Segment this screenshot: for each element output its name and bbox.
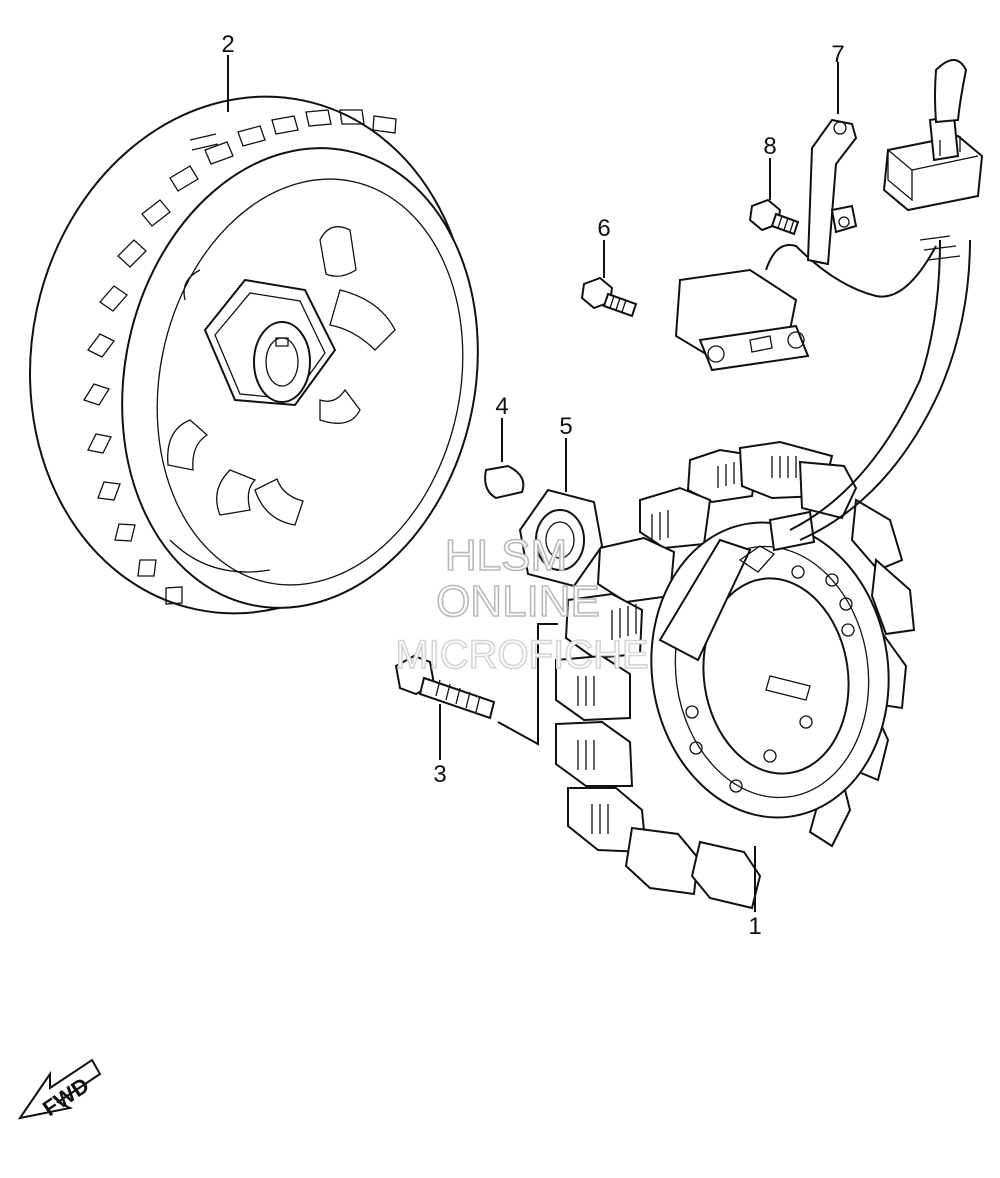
stator-bolt	[394, 654, 496, 720]
stator-harness	[789, 235, 971, 541]
pickup-coil	[674, 244, 937, 372]
stator	[555, 440, 916, 910]
flywheel-rotor	[29, 95, 479, 615]
screw-8	[748, 198, 800, 236]
watermark-line-1: HLSM	[445, 531, 567, 580]
watermark-line-2: ONLINE	[436, 577, 600, 626]
woodruff-key	[484, 464, 525, 500]
watermark: HLSM ONLINE MICROFICHE	[395, 530, 650, 678]
callout-1: 1	[748, 913, 761, 940]
callout-5: 5	[559, 413, 572, 440]
clamp-plate	[806, 118, 858, 266]
stator-bolt-holes	[685, 565, 855, 793]
fwd-arrow: FWD	[17, 1058, 102, 1121]
rotor-magnets	[83, 109, 397, 605]
watermark-line-3: MICROFICHE	[395, 633, 648, 677]
forward-arrow-icon	[17, 1058, 102, 1120]
rotor-spokes	[167, 226, 396, 573]
callout-leaders	[227, 55, 839, 912]
screw-6	[580, 276, 638, 318]
callout-8: 8	[763, 133, 776, 160]
rotor-nut	[518, 488, 604, 588]
rotor-hub	[203, 278, 337, 407]
bolt-assembly-line	[497, 623, 558, 746]
callout-7: 7	[831, 41, 844, 68]
callout-2: 2	[221, 31, 234, 58]
callout-4: 4	[495, 393, 508, 420]
callout-3: 3	[433, 761, 446, 788]
harness-connector	[882, 59, 984, 212]
coil-windings	[577, 456, 797, 834]
callout-6: 6	[597, 215, 610, 242]
